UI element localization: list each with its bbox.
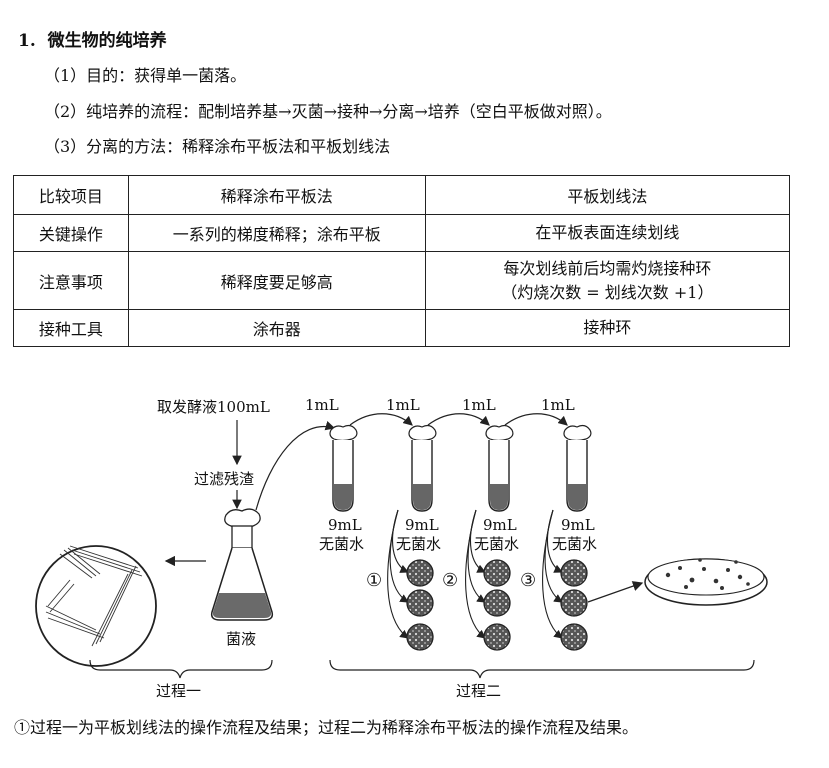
table-header: 稀释涂布平板法 <box>127 175 426 215</box>
transfer-arrow <box>349 413 413 426</box>
spread-cell: 一系列的梯度稀释；涂布平板 <box>127 214 426 252</box>
table-header: 平板划线法 <box>424 175 791 215</box>
section-title: 1. 微生物的纯培养 <box>18 26 167 51</box>
tube-water: 无菌水 <box>396 535 441 553</box>
tube-water: 无菌水 <box>552 535 597 553</box>
filter-label: 过滤残渣 <box>194 470 254 488</box>
result-arrow <box>587 581 644 603</box>
test-tube <box>485 424 514 512</box>
culture-plate <box>406 559 588 651</box>
experiment-figure: 取发酵液100mL 过滤残渣 菌液 1mL 1mL 1mL 1mL 9mL <box>35 396 768 700</box>
table-row: 接种工具 涂布器 接种环 <box>13 309 791 347</box>
section-heading: 微生物的纯培养 <box>47 31 167 51</box>
table-header: 比较项目 <box>13 175 129 215</box>
transfer-label: 1mL <box>305 396 339 414</box>
tube-volume: 9mL <box>405 516 439 534</box>
streak-cell: 每次划线前后均需灼烧接种环 （灼烧次数 = 划线次数 +1） <box>424 251 791 310</box>
row-label: 关键操作 <box>13 214 129 252</box>
test-tube <box>329 424 358 512</box>
tube-water: 无菌水 <box>319 535 364 553</box>
section-number: 1. <box>18 31 36 51</box>
flask-label: 菌液 <box>226 630 256 648</box>
item-methods: （3）分离的方法：稀释涂布平板法和平板划线法 <box>44 137 391 156</box>
footnote: ①过程一为平板划线法的操作流程及结果；过程二为稀释涂布平板法的操作流程及结果。 <box>14 718 639 737</box>
transfer-label: 1mL <box>541 396 575 414</box>
plate-arrow <box>542 509 563 639</box>
streak-cell: 接种环 <box>424 309 791 347</box>
test-tube <box>408 424 437 512</box>
petri-dish <box>644 558 768 606</box>
process2-label: 过程二 <box>456 682 501 700</box>
cell-line: 每次划线前后均需灼烧接种环 <box>503 258 712 278</box>
process1-label: 过程一 <box>156 682 201 700</box>
streak-plate <box>35 545 157 667</box>
tube-volume: 9mL <box>328 516 362 534</box>
comparison-table: 比较项目 稀释涂布平板法 平板划线法 关键操作 一系列的梯度稀释；涂布平板 在平… <box>13 175 791 347</box>
transfer-label: 1mL <box>386 396 420 414</box>
transfer-arrow <box>255 421 336 511</box>
step-number: ① <box>366 570 382 591</box>
take-label: 取发酵液100mL <box>157 398 270 416</box>
transfer-label: 1mL <box>462 396 496 414</box>
plate-arrow <box>544 509 563 603</box>
tube-water: 无菌水 <box>474 535 519 553</box>
brace-process1 <box>89 659 273 679</box>
table-row: 注意事项 稀释度要足够高 每次划线前后均需灼烧接种环 （灼烧次数 = 划线次数 … <box>13 251 791 310</box>
streak-cell: 在平板表面连续划线 <box>424 214 791 252</box>
cell-line: 在平板表面连续划线 <box>535 223 680 242</box>
tube-volume: 9mL <box>483 516 517 534</box>
table-header-row: 比较项目 稀释涂布平板法 平板划线法 <box>13 175 791 215</box>
spread-cell: 稀释度要足够高 <box>127 251 426 310</box>
row-label: 注意事项 <box>13 251 129 310</box>
plate-arrow <box>465 509 486 639</box>
plate-arrow <box>387 509 409 639</box>
brace-process2 <box>329 659 755 679</box>
item-purpose: （1）目的：获得单一菌落。 <box>44 66 247 85</box>
step-number: ③ <box>520 570 536 591</box>
test-tube <box>563 424 592 512</box>
transfer-arrow <box>504 413 568 426</box>
row-label: 接种工具 <box>13 309 129 347</box>
step-number: ② <box>442 570 458 591</box>
transfer-arrow <box>427 413 490 426</box>
cell-line: （灼烧次数 = 划线次数 +1） <box>501 282 714 302</box>
flask <box>210 508 274 621</box>
item-procedure: （2）纯培养的流程：配制培养基→灭菌→接种→分离→培养（空白平板做对照）。 <box>44 102 612 121</box>
tube-volume: 9mL <box>561 516 595 534</box>
table-row: 关键操作 一系列的梯度稀释；涂布平板 在平板表面连续划线 <box>13 214 791 252</box>
spread-cell: 涂布器 <box>127 309 426 347</box>
cell-line: 接种环 <box>583 318 632 337</box>
